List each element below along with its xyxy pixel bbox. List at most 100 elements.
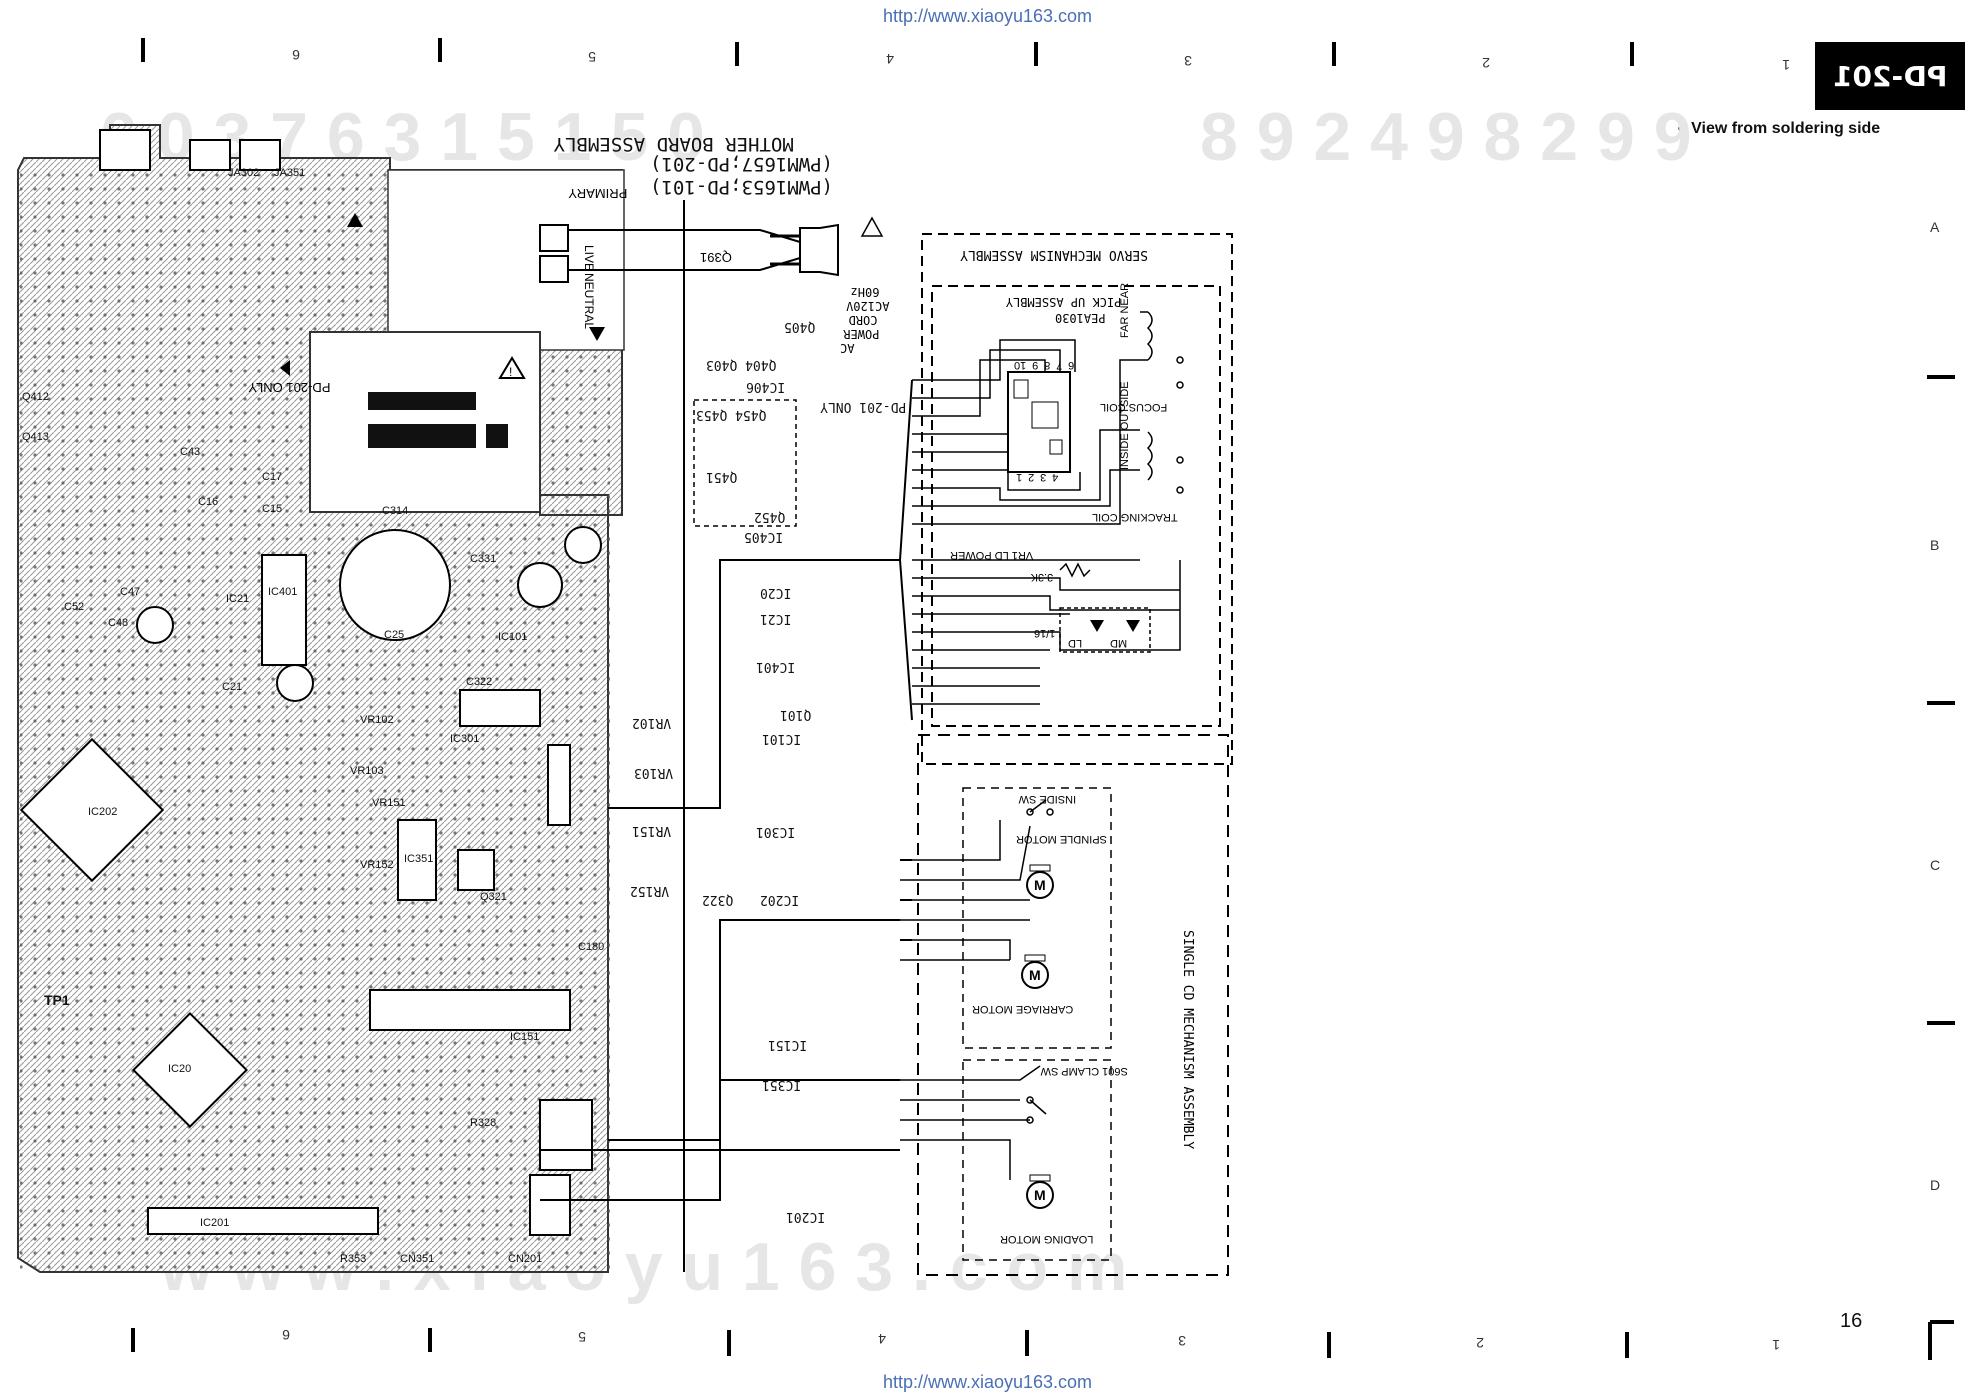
svg-text:1: 1 [1016,471,1022,483]
wiring [540,200,913,1272]
col-label-2-bottom: 2 [1476,1335,1484,1351]
neutral-label: NEUTRAL [582,273,596,329]
board-label: R353 [340,1253,366,1265]
source-url-bottom: http://www.xiaoyu163.com [882,1372,1093,1392]
title-line-2: (PWM1657;PD-201) [650,153,833,175]
board-label: R328 [470,1117,496,1129]
inside-switch-icon [1026,799,1054,816]
board-label: VR102 [360,714,394,726]
svg-text:IC351: IC351 [762,1077,801,1092]
primary-arrow-icon-2 [589,327,605,341]
inside-outside-label: INSIDE OUTSIDE [1119,381,1131,470]
svg-text:4: 4 [1052,471,1058,483]
board-label: C180 [578,941,604,953]
board-label: C314 [382,505,408,517]
far-near-label: FAR NEAR [1119,283,1131,338]
mother-board-title: MOTHER BOARD ASSEMBLY (PWM1657;PD-201) (… [553,133,833,198]
svg-text:AC: AC [840,341,854,355]
svg-text:M: M [1034,877,1046,893]
svg-text:IC21: IC21 [760,611,791,626]
ac-plug-icon [770,216,884,277]
row-label-a: A [1930,219,1940,235]
board-label: IC20 [168,1063,191,1075]
col-label-1: 1 [1782,57,1790,73]
frame-ticks [131,38,1955,1360]
board-label: Q413 [22,431,49,443]
ratio-label: 1/16 [1034,627,1055,639]
board-warning-icon: ! [498,356,526,379]
live-label: LIVE [582,245,596,271]
col-label-5-bottom: 5 [578,1329,586,1345]
board-label: C322 [466,676,492,688]
board-label: C47 [120,586,140,598]
single-cd-label: SINGLE CD MECHANISM ASSEMBLY [1180,930,1195,1149]
svg-text:M: M [1029,967,1041,983]
pickup-title: PICK UP ASSEMBLY [1005,295,1121,309]
spindle-motor-icon: M [1026,864,1054,899]
svg-text:Q405: Q405 [784,319,815,334]
board-label: TP1 [44,992,70,1008]
board-label: IC151 [510,1031,539,1043]
pcb-artwork: ! IC401 IC301 IC101 IC202 IC351 IC151 IC… [17,124,627,1273]
page-number: 16 [1840,1310,1863,1332]
spindle-motor-label: SPINDLE MOTOR [1016,833,1107,845]
svg-text:2: 2 [1028,471,1034,483]
board-label: IC202 [88,806,117,818]
svg-text:9: 9 [1032,359,1038,371]
board-label: IC101 [498,631,527,643]
board-label: C15 [262,503,282,515]
svg-text:PD-201 ONLY: PD-201 ONLY [820,399,906,414]
md-diode-icon [1126,620,1140,632]
source-url-top: http://www.xiaoyu163.com [882,6,1093,26]
board-label: CN351 [400,1253,434,1265]
ac-cord-label: AC POWER CORD AC120V 60Hz [840,285,889,355]
board-label: IC351 [404,853,433,865]
inside-sw-label: INSIDE SW [1018,793,1076,805]
col-label-6: 6 [292,47,300,63]
board-label: IC301 [450,733,479,745]
svg-text:IC405: IC405 [744,529,783,544]
board-label: C17 [262,471,282,483]
board-label: C25 [384,629,404,641]
board-label: IC21 [226,593,249,605]
grid-labels: 6 5 4 3 2 1 6 5 4 3 2 1 A B C D [282,47,1940,1353]
board-label: VR103 [350,765,384,777]
power-ref: Q391 [700,250,732,265]
col-label-4: 4 [886,51,894,67]
col-label-4-bottom: 4 [878,1331,886,1347]
board-label: Q412 [22,391,49,403]
board-label: Q321 [480,891,507,903]
svg-text:Q454 Q453: Q454 Q453 [696,407,766,422]
col-label-3: 3 [1184,53,1192,69]
board-label: C48 [108,617,128,629]
view-note-text: View from soldering side [1691,120,1881,137]
model-badge: PD-201 [1815,42,1965,110]
resistor-icon [1059,562,1091,578]
svg-text:AC120V: AC120V [846,299,889,313]
ld-diode-icon [1090,620,1104,632]
power-warning-icon [860,216,884,237]
primary-label: PRIMARY [568,186,627,201]
pickup-part: PEA1030 [1055,311,1106,325]
carriage-motor-label: CARRIAGE MOTOR [972,1003,1073,1015]
ld-power-label: VR1 LD POWER [950,549,1033,561]
clamp-switch-icon [1026,1096,1047,1124]
svg-text:IC202: IC202 [760,892,799,907]
svg-text:!: ! [509,365,512,379]
svg-text:6: 6 [1068,359,1074,371]
col-label-6-bottom: 6 [282,1327,290,1343]
primary-arrow-icon [347,213,363,227]
svg-text:POWER: POWER [843,327,880,341]
board-label: VR151 [372,797,406,809]
svg-text:Q322: Q322 [702,892,733,907]
board-label: VR152 [360,859,394,871]
title-line-1: MOTHER BOARD ASSEMBLY [553,133,794,155]
servo-title: SERVO MECHANISM ASSEMBLY [960,247,1148,262]
col-label-5: 5 [588,49,596,65]
clamp-sw-label: S601 CLAMP SW [1040,1065,1128,1077]
svg-text:VR102: VR102 [632,715,671,730]
board-label: C43 [180,446,200,458]
svg-text:10: 10 [1014,359,1026,371]
svg-text:IC151: IC151 [768,1037,807,1052]
board-label: IC401 [268,586,297,598]
